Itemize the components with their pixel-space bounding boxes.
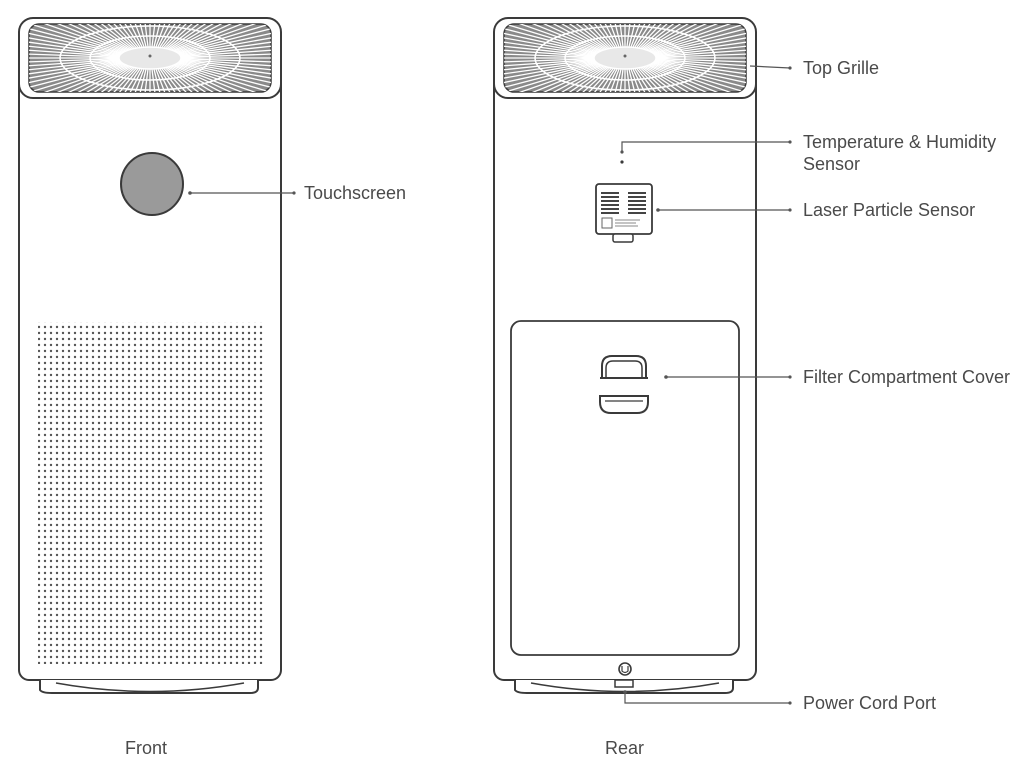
laser-particle-sensor — [595, 183, 653, 243]
temp-humidity-label-line1: Temperature & Humidity — [803, 132, 997, 152]
front-top-grille — [28, 23, 272, 93]
leader-lines — [188, 65, 792, 705]
laser-particle-label: Laser Particle Sensor — [803, 200, 976, 220]
power-port-icon — [618, 662, 632, 676]
rear-unit — [493, 17, 757, 694]
rear-top-grille — [503, 23, 747, 93]
power-cord-port — [614, 679, 634, 688]
power-cord-label: Power Cord Port — [803, 693, 937, 713]
filter-compartment-cover — [510, 320, 740, 656]
rear-caption: Rear — [605, 738, 645, 758]
touchscreen — [120, 152, 184, 216]
front-intake-perforation — [38, 322, 264, 664]
temp-humidity-label-line2: Sensor — [803, 154, 861, 174]
front-base — [39, 680, 259, 694]
temperature-humidity-sensor — [620, 160, 624, 164]
front-caption: Front — [125, 738, 168, 758]
front-unit — [18, 17, 282, 694]
top-grille-label: Top Grille — [803, 58, 880, 78]
filter-cover-label: Filter Compartment Cover — [803, 367, 1011, 387]
touchscreen-label: Touchscreen — [304, 183, 407, 203]
